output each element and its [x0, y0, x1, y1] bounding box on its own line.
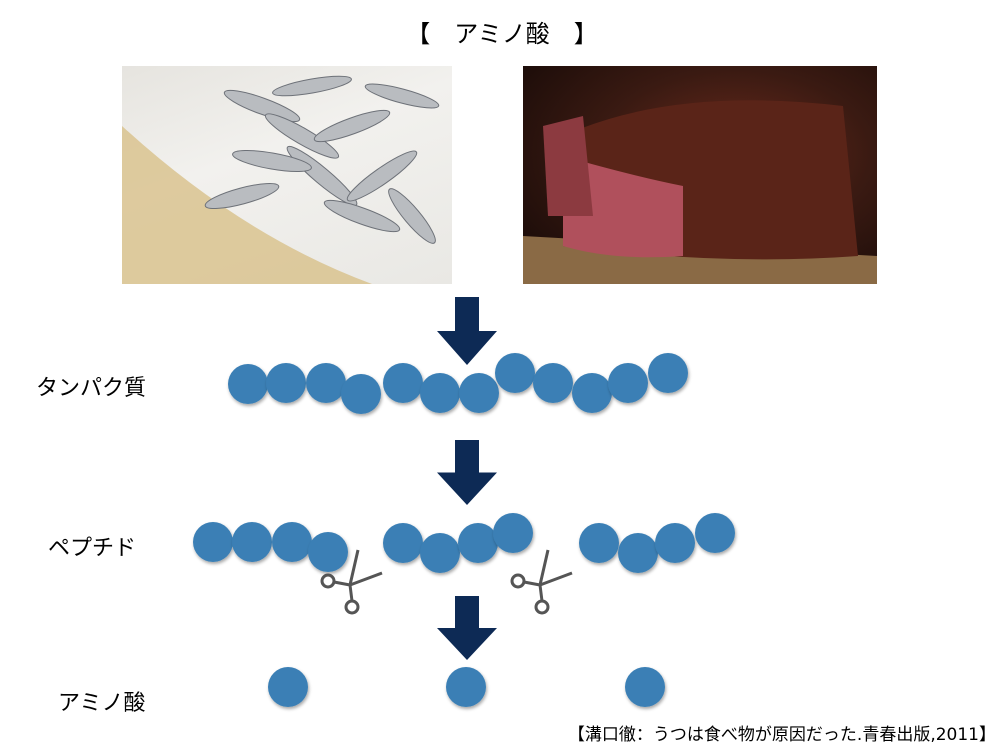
protein-amino-bead — [266, 363, 306, 403]
peptide-amino-bead — [383, 523, 423, 563]
protein-amino-bead — [648, 353, 688, 393]
citation: 【溝口徹：うつは食べ物が原因だった.青春出版,2011】 — [567, 725, 996, 745]
protein-amino-bead — [228, 364, 268, 404]
slide-title: 【 アミノ酸 】 — [406, 20, 598, 48]
fish-illustration — [122, 75, 440, 284]
scissors-icon — [320, 549, 383, 615]
peptide-amino-bead — [618, 533, 658, 573]
peptide-amino-bead — [232, 522, 272, 562]
protein-label: タンパク質 — [36, 376, 147, 401]
peptide-amino-bead — [308, 532, 348, 572]
protein-amino-bead — [383, 363, 423, 403]
protein-amino-bead — [572, 373, 612, 413]
protein-amino-bead — [459, 373, 499, 413]
peptide-amino-bead — [193, 522, 233, 562]
protein-amino-bead — [608, 363, 648, 403]
peptide-amino-bead — [579, 523, 619, 563]
peptide-amino-bead — [272, 522, 312, 562]
free-amino-acid-bead — [446, 667, 486, 707]
free-amino-acid-bead — [268, 667, 308, 707]
roast-beef-photo — [523, 66, 877, 284]
peptide-amino-bead — [458, 523, 498, 563]
dried-fish-photo — [122, 66, 452, 284]
peptide-amino-bead — [420, 533, 460, 573]
peptide-label: ペプチド — [48, 536, 137, 561]
scissors-icon — [510, 549, 573, 615]
protein-amino-bead — [533, 363, 573, 403]
down-arrow-icon — [437, 440, 497, 505]
protein-amino-bead — [341, 374, 381, 414]
protein-amino-bead — [495, 353, 535, 393]
peptide-amino-bead — [695, 513, 735, 553]
protein-amino-bead — [420, 373, 460, 413]
amino-acid-label: アミノ酸 — [58, 691, 146, 716]
protein-amino-bead — [306, 363, 346, 403]
free-amino-acid-bead — [625, 667, 665, 707]
peptide-amino-bead — [493, 513, 533, 553]
meat-illustration — [523, 100, 877, 284]
down-arrow-icon — [437, 596, 497, 660]
peptide-amino-bead — [655, 523, 695, 563]
down-arrow-icon — [437, 297, 497, 365]
